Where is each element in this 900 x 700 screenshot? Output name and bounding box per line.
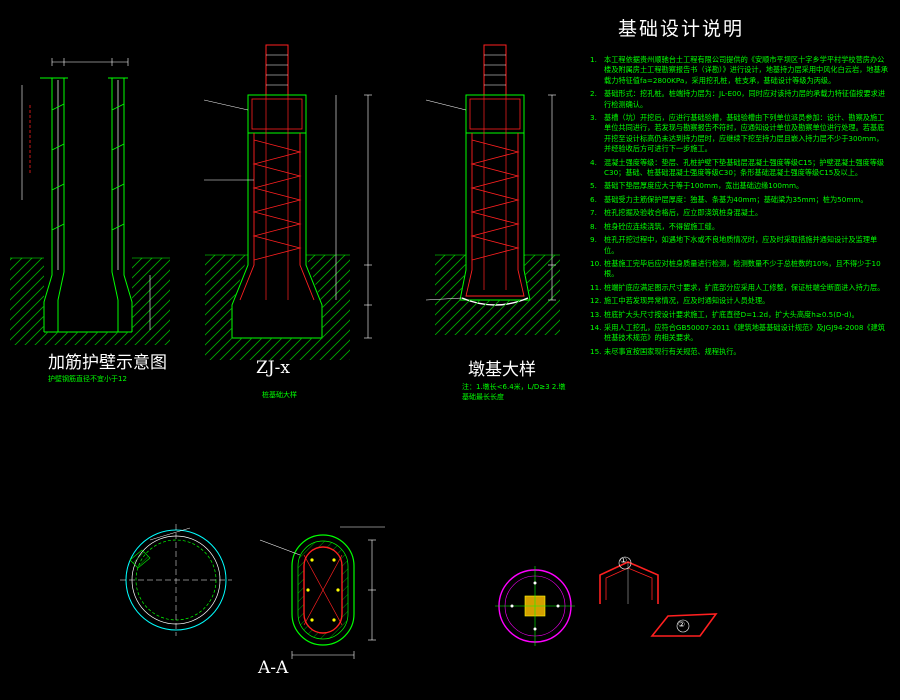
- note-item: 12.施工中若发现异常情况，应及时通知设计人员处理。: [590, 296, 890, 306]
- note-item: 10.桩基施工完毕后应对桩身质量进行检测，检测数量不少于总桩数的10%，且不得少…: [590, 259, 890, 280]
- note-item: 11.桩端扩底应满足图示尺寸要求，扩底部分应采用人工修整，保证桩端全断面进入持力…: [590, 283, 890, 293]
- note-item: 14.采用人工挖孔，应符合GB50007-2011《建筑地基基础设计规范》及JG…: [590, 323, 890, 344]
- zj-diagram-subtitle: 桩基础大样: [262, 391, 297, 399]
- note-item: 6. 基础受力主筋保护层厚度：独基、条基为40mm；基础梁为35mm；桩为50mm…: [590, 195, 890, 205]
- note-text: 桩孔挖掘及验收合格后，应立即浇筑桩身混凝土。: [604, 208, 763, 218]
- note-number: 13.: [590, 309, 602, 319]
- note-text: 基础受力主筋保护层厚度：独基、条基为40mm；基础梁为35mm；桩为50mm。: [604, 194, 868, 204]
- note-item: 13.桩底扩大头尺寸按设计要求施工，扩底直径D=1.2d，扩大头高度h≥0.5(…: [590, 310, 890, 320]
- note-text: 本工程依据贵州顺驰台土工程有限公司提供的《安顺市平坝区十字乡学平村学校营房办公楼…: [604, 55, 888, 85]
- rebar-label-1: ①: [620, 556, 628, 565]
- rebar-label-2: ②: [678, 620, 686, 629]
- note-number: 12.: [590, 296, 602, 306]
- reinforced-wall-diagram: [10, 58, 170, 345]
- note-number: 8.: [590, 221, 597, 231]
- note-text: 施工中若发现异常情况，应及时通知设计人员处理。: [604, 296, 770, 306]
- note-number: 9.: [590, 235, 597, 245]
- note-number: 2.: [590, 89, 597, 99]
- note-text: 桩底扩大头尺寸按设计要求施工，扩底直径D=1.2d，扩大头高度h≥0.5(D-d…: [604, 309, 859, 319]
- rebar-shape-details: [495, 556, 718, 646]
- note-number: 10.: [590, 258, 602, 268]
- aa-section-title: A-A: [258, 658, 289, 678]
- note-item: 7. 桩孔挖掘及验收合格后，应立即浇筑桩身混凝土。: [590, 208, 890, 218]
- note-number: 15.: [590, 346, 602, 356]
- note-item: 1. 本工程依据贵州顺驰台土工程有限公司提供的《安顺市平坝区十字乡学平村学校营房办…: [590, 55, 890, 86]
- note-number: 6.: [590, 194, 597, 204]
- note-text: 混凝土强度等级：垫层、孔桩护壁下垫基础层混凝土强度等级C15；护壁混凝土强度等级…: [604, 157, 885, 178]
- note-number: 3.: [590, 113, 597, 123]
- note-text: 桩孔开挖过程中，如遇地下水或不良地质情况时，应及时采取措施并通知设计及监理单位。: [604, 235, 878, 255]
- note-item: 3. 基槽（坑）开挖后，应进行基础验槽，基础验槽由下列单位派员参加：设计、勘察及施…: [590, 113, 890, 155]
- note-text: 桩身砼应连续浇筑，不得留施工缝。: [604, 221, 720, 231]
- note-text: 基础形式：挖孔桩。桩端持力层为：JL-E00，同时应对该持力层的承载力特征值按要…: [604, 89, 886, 109]
- note-text: 基槽（坑）开挖后，应进行基础验槽，基础验槽由下列单位派员参加：设计、勘察及施工单…: [604, 113, 885, 154]
- circular-wall-section: [120, 524, 232, 636]
- note-number: 7.: [590, 208, 597, 218]
- note-text: 未尽事宜按国家现行有关规范、规程执行。: [604, 346, 741, 356]
- note-number: 5.: [590, 181, 597, 191]
- aa-section: [259, 526, 385, 659]
- design-notes: 基础设计说明 1. 本工程依据贵州顺驰台土工程有限公司提供的《安顺市平坝区十字乡学…: [590, 14, 890, 360]
- note-number: 14.: [590, 322, 602, 332]
- wall-diagram-title: 加筋护壁示意图: [48, 353, 167, 373]
- note-number: 1.: [590, 55, 597, 64]
- note-item: 2. 基础形式：挖孔桩。桩端持力层为：JL-E00，同时应对该持力层的承载力特征值…: [590, 89, 890, 110]
- note-text: 基础下垫层厚度应大于等于100mm，宽出基础边缘100mm。: [604, 181, 804, 191]
- note-item: 8. 桩身砼应连续浇筑，不得留施工缝。: [590, 222, 890, 232]
- zj-pile-diagram: [203, 44, 372, 360]
- note-item: 9. 桩孔开挖过程中，如遇地下水或不良地质情况时，应及时采取措施并通知设计及监理单…: [590, 235, 890, 256]
- note-text: 采用人工挖孔，应符合GB50007-2011《建筑地基基础设计规范》及JGJ94…: [604, 322, 885, 343]
- note-number: 11.: [590, 282, 602, 292]
- note-text: 桩端扩底应满足图示尺寸要求，扩底部分应采用人工修整，保证桩端全断面进入持力层。: [604, 282, 885, 292]
- note-number: 4.: [590, 157, 597, 167]
- notes-list: 1. 本工程依据贵州顺驰台土工程有限公司提供的《安顺市平坝区十字乡学平村学校营房办…: [590, 55, 890, 357]
- pier-detail-diagram: [425, 44, 560, 335]
- note-text: 桩基施工完毕后应对桩身质量进行检测，检测数量不少于总桩数的10%，且不得少于10…: [604, 258, 881, 279]
- pier-diagram-note: 注：1.墩长<6.4米，L/D≥3 2.墩基础最长长度: [462, 383, 566, 401]
- pier-diagram-title: 墩基大样: [468, 360, 536, 380]
- note-item: 15.未尽事宜按国家现行有关规范、规程执行。: [590, 347, 890, 357]
- notes-title: 基础设计说明: [618, 18, 745, 40]
- wall-diagram-subtitle: 护壁钢筋直径不宜小于12: [48, 375, 127, 383]
- note-item: 4. 混凝土强度等级：垫层、孔桩护壁下垫基础层混凝土强度等级C15；护壁混凝土强度…: [590, 158, 890, 179]
- note-item: 5. 基础下垫层厚度应大于等于100mm，宽出基础边缘100mm。: [590, 181, 890, 191]
- zj-diagram-title: ZJ-x: [256, 358, 290, 378]
